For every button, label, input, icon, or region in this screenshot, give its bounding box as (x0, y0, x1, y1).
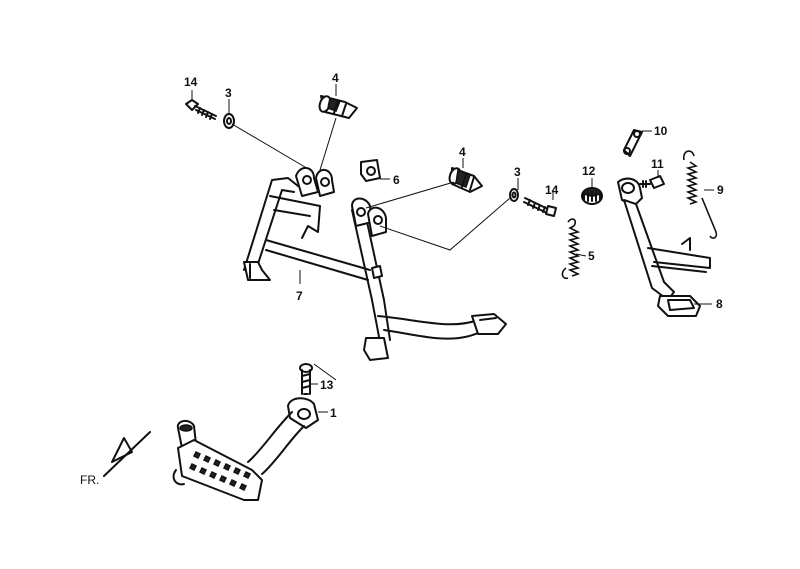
side-stand-8 (617, 177, 711, 317)
sleeve-4-left (318, 95, 358, 119)
bolt-14-left (185, 99, 217, 120)
spring-9 (682, 150, 718, 239)
front-direction-label: FR. (80, 473, 99, 487)
center-stand-7 (243, 167, 507, 361)
pivot-bolt-11 (639, 175, 665, 189)
washer-3-left (223, 113, 235, 129)
bolt-13 (299, 363, 313, 395)
link-10 (623, 129, 643, 157)
washer-3-right (509, 188, 519, 202)
callout-4-left: 4 (332, 71, 339, 85)
callout-6: 6 (393, 173, 400, 187)
callout-8: 8 (716, 297, 723, 311)
leader-lines (191, 84, 714, 413)
callout-14-left: 14 (184, 75, 198, 89)
callout-10: 10 (654, 124, 668, 138)
callout-12: 12 (582, 164, 596, 178)
clamp-6 (360, 159, 381, 182)
callout-11: 11 (651, 157, 664, 171)
spring-5 (561, 218, 581, 280)
callout-13: 13 (320, 378, 334, 392)
callout-14-right: 14 (545, 183, 559, 197)
callout-3-right: 3 (514, 165, 521, 179)
rubber-stop-12 (581, 187, 603, 205)
callout-1: 1 (330, 406, 337, 420)
callout-4-right: 4 (459, 145, 466, 159)
callout-3-left: 3 (225, 86, 232, 100)
callout-9: 9 (717, 183, 724, 197)
sleeve-4-right (448, 167, 483, 193)
kick-starter-1 (172, 397, 319, 501)
callout-5: 5 (588, 249, 595, 263)
front-direction-arrow (103, 431, 151, 477)
callout-7: 7 (296, 289, 303, 303)
bolt-14-right (523, 197, 557, 217)
